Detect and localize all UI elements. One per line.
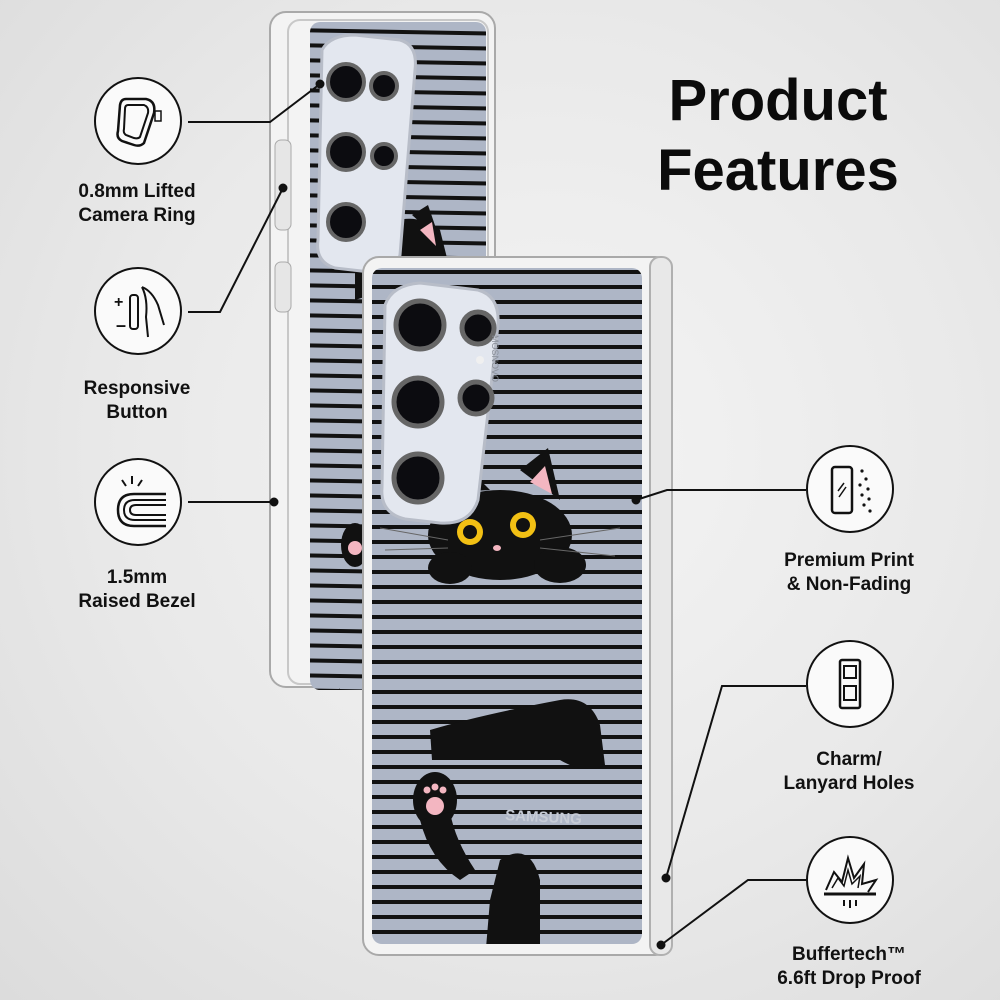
page-title: Product Features	[618, 66, 938, 206]
responsive-button-feature-circle: + –	[94, 267, 182, 355]
maker-text: SAMSUNG	[505, 807, 582, 828]
raised-bezel-label: 1.5mm Raised Bezel	[78, 567, 196, 612]
drop-proof-label: Buffertech™ 6.6ft Drop Proof	[777, 944, 921, 989]
callout-lines	[188, 79, 806, 950]
premium-print-label: Premium Print & Non-Fading	[784, 550, 914, 595]
lanyard-hole-icon	[838, 658, 862, 710]
drop-impact-icon	[824, 854, 879, 908]
brand-text: MOSNOVO	[490, 335, 500, 382]
raised-bezel-feature-circle	[94, 458, 182, 546]
lanyard-holes-feature-circle	[806, 640, 894, 728]
premium-print-feature-circle	[806, 445, 894, 533]
lanyard-holes-label: Charm/ Lanyard Holes	[783, 749, 915, 794]
svg-text:+: +	[114, 294, 123, 311]
print-sparkle-icon	[830, 465, 872, 515]
drop-proof-feature-circle	[806, 836, 894, 924]
raised-bezel-icon	[116, 476, 166, 528]
responsive-button-label: Responsive Button	[83, 378, 191, 423]
side-button-icon: + –	[114, 286, 165, 338]
front-phone: SAMSUNG MOSNOVO	[362, 256, 673, 956]
camera-ring-icon	[116, 97, 162, 147]
camera-ring-label: 0.8mm Lifted Camera Ring	[78, 181, 196, 226]
camera-ring-feature-circle	[94, 77, 182, 165]
title-line-2: Features	[657, 138, 899, 203]
title-line-1: Product	[668, 68, 888, 133]
svg-text:–: –	[116, 315, 126, 335]
